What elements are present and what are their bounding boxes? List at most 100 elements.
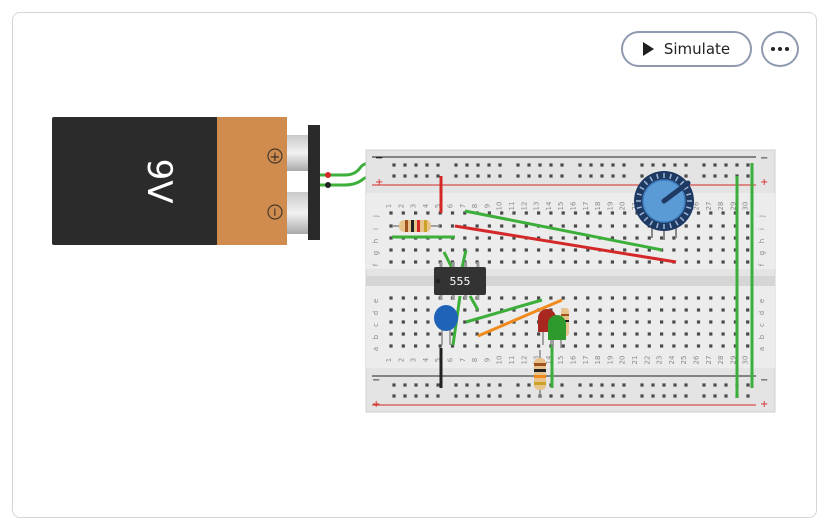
breadboard-hole[interactable] [524,332,528,336]
breadboard-hole[interactable] [476,394,480,398]
breadboard-hole[interactable] [733,211,737,215]
breadboard-hole[interactable] [660,320,664,324]
breadboard-hole[interactable] [611,394,615,398]
breadboard-hole[interactable] [611,174,615,178]
breadboard-hole[interactable] [623,344,627,348]
breadboard-hole[interactable] [709,236,713,240]
breadboard-hole[interactable] [684,260,688,264]
breadboard-hole[interactable] [436,163,440,167]
breadboard-hole[interactable] [389,308,393,312]
breadboard-hole[interactable] [573,260,578,264]
wire-red-diagonal[interactable] [454,224,677,264]
breadboard-hole[interactable] [746,308,750,312]
breadboard-hole[interactable] [673,394,677,398]
breadboard-hole[interactable] [684,163,688,167]
resistor-bottom[interactable] [534,350,546,398]
led-green[interactable] [548,315,566,348]
breadboard-hole[interactable] [662,383,666,387]
breadboard-hole[interactable] [721,248,725,252]
breadboard-hole[interactable] [549,260,553,264]
breadboard-hole[interactable] [709,308,713,312]
breadboard-hole[interactable] [746,296,750,300]
breadboard-hole[interactable] [746,211,750,215]
breadboard-hole[interactable] [573,224,578,228]
breadboard-hole[interactable] [611,383,615,387]
breadboard-hole[interactable] [660,332,664,336]
breadboard-hole[interactable] [696,320,701,324]
breadboard-hole[interactable] [426,248,430,252]
breadboard-hole[interactable] [498,394,502,398]
breadboard-hole[interactable] [684,174,688,178]
breadboard-hole[interactable] [549,296,553,300]
breadboard-hole[interactable] [426,308,430,312]
breadboard-hole[interactable] [516,383,520,387]
breadboard-hole[interactable] [635,236,639,240]
breadboard-hole[interactable] [476,174,480,178]
breadboard-hole[interactable] [487,248,491,252]
breadboard-hole[interactable] [392,174,396,178]
breadboard-hole[interactable] [392,383,396,387]
breadboard-hole[interactable] [660,236,664,240]
breadboard-hole[interactable] [696,308,701,312]
breadboard-hole[interactable] [549,174,553,178]
breadboard-hole[interactable] [487,174,491,178]
breadboard-hole[interactable] [450,224,455,228]
breadboard-hole[interactable] [438,332,442,336]
breadboard-hole[interactable] [684,224,688,228]
breadboard-hole[interactable] [475,224,479,228]
breadboard-hole[interactable] [623,236,627,240]
breadboard-hole[interactable] [549,163,553,167]
breadboard-hole[interactable] [673,163,677,167]
breadboard-hole[interactable] [524,344,528,348]
breadboard-hole[interactable] [426,260,430,264]
breadboard-hole[interactable] [463,211,467,215]
breadboard-hole[interactable] [500,248,504,252]
breadboard-hole[interactable] [549,394,553,398]
breadboard-hole[interactable] [524,308,528,312]
breadboard-hole[interactable] [487,236,491,240]
breadboard-hole[interactable] [465,174,469,178]
breadboard-hole[interactable] [610,296,614,300]
breadboard-hole[interactable] [401,320,405,324]
breadboard-hole[interactable] [733,308,737,312]
breadboard-hole[interactable] [684,296,688,300]
breadboard-hole[interactable] [598,224,602,228]
breadboard-hole[interactable] [672,332,676,336]
breadboard-hole[interactable] [475,236,479,240]
breadboard-hole[interactable] [401,308,405,312]
breadboard-hole[interactable] [401,260,405,264]
breadboard-hole[interactable] [610,344,614,348]
breadboard-hole[interactable] [684,344,688,348]
breadboard-hole[interactable] [662,163,666,167]
breadboard-hole[interactable] [598,260,602,264]
breadboard-hole[interactable] [549,248,553,252]
breadboard-hole[interactable] [436,174,440,178]
breadboard-hole[interactable] [600,174,604,178]
breadboard-hole[interactable] [512,211,516,215]
breadboard-hole[interactable] [561,344,565,348]
breadboard-hole[interactable] [733,344,737,348]
breadboard-hole[interactable] [709,320,713,324]
breadboard-hole[interactable] [465,163,469,167]
breadboard-hole[interactable] [524,320,528,324]
breadboard-hole[interactable] [651,383,655,387]
breadboard-hole[interactable] [454,163,458,167]
breadboard-hole[interactable] [516,394,520,398]
breadboard-hole[interactable] [561,224,565,228]
breadboard-hole[interactable] [623,260,627,264]
breadboard-hole[interactable] [721,224,725,228]
breadboard-hole[interactable] [746,344,750,348]
breadboard-hole[interactable] [524,248,528,252]
breadboard-hole[interactable] [425,394,429,398]
breadboard-hole[interactable] [573,344,578,348]
breadboard-hole[interactable] [578,394,582,398]
breadboard-hole[interactable] [647,344,651,348]
breadboard-hole[interactable] [573,308,578,312]
breadboard-hole[interactable] [586,332,590,336]
breadboard-hole[interactable] [660,260,664,264]
breadboard-hole[interactable] [537,248,541,252]
breadboard-hole[interactable] [578,163,582,167]
breadboard-hole[interactable] [450,248,455,252]
breadboard-hole[interactable] [512,344,516,348]
